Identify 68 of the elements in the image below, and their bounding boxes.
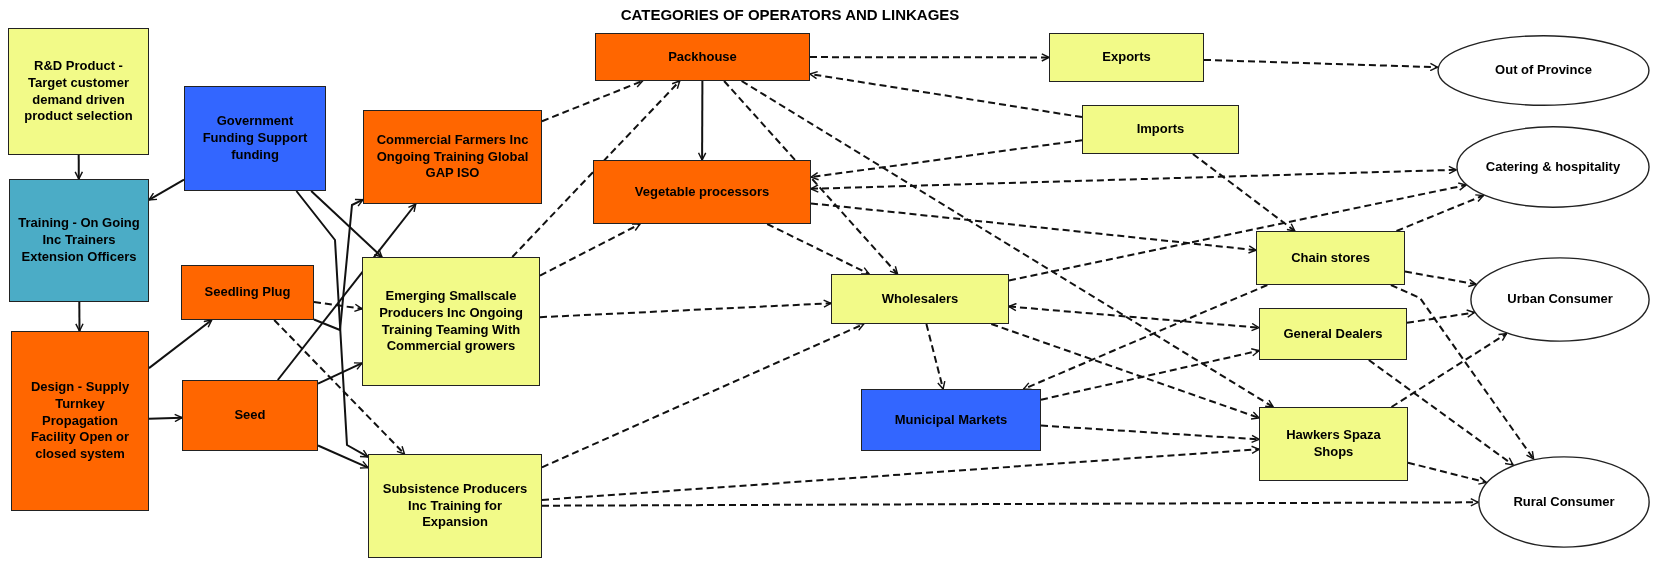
arrow — [1389, 284, 1535, 460]
arrow — [697, 80, 707, 161]
arrow — [541, 79, 644, 123]
arrow — [273, 319, 406, 455]
arrow — [1395, 194, 1485, 232]
process-box: Design - Supply Turnkey Propagation Facility Open or closed system — [11, 331, 149, 511]
arrow — [541, 322, 865, 469]
arrow — [740, 80, 1275, 408]
arrow — [1191, 153, 1296, 232]
arrow — [810, 202, 1257, 254]
arrow — [809, 53, 1050, 62]
arrow — [723, 80, 899, 275]
arrow — [148, 319, 213, 370]
ellipse-node: Catering & hospitality — [1456, 126, 1650, 208]
arrow — [317, 444, 369, 469]
ellipse-node: Urban Consumer — [1470, 257, 1650, 342]
arrow — [1404, 270, 1477, 288]
arrow — [541, 445, 1260, 501]
process-box: Seed — [182, 380, 318, 451]
arrow — [317, 362, 363, 385]
process-box: Seedling Plug — [181, 265, 314, 320]
diagram-title: CATEGORIES OF OPERATORS AND LINKAGES — [619, 6, 961, 23]
process-box: Imports — [1082, 105, 1239, 154]
arrow — [1390, 332, 1508, 408]
arrow — [1022, 284, 1269, 391]
arrow — [148, 413, 183, 423]
arrow — [541, 498, 1479, 507]
ellipse-node: Rural Consumer — [1478, 456, 1650, 548]
arrow — [1008, 302, 1260, 332]
arrow — [1406, 309, 1476, 324]
arrow — [511, 80, 681, 258]
arrow — [539, 299, 832, 319]
arrow — [810, 139, 1083, 181]
arrow — [276, 203, 417, 381]
arrow — [313, 198, 364, 332]
process-box: Vegetable processors — [593, 160, 811, 224]
arrow — [766, 223, 871, 275]
arrow — [990, 323, 1260, 420]
arrow — [310, 190, 383, 258]
arrow — [810, 165, 1458, 193]
process-box: Government Funding Support funding — [184, 86, 326, 191]
arrow — [1367, 359, 1514, 466]
process-box: Subsistence Producers Inc Training for Expansion — [368, 454, 542, 558]
arrow — [1203, 58, 1439, 72]
process-box: Municipal Markets — [861, 389, 1041, 451]
arrow — [74, 154, 84, 180]
process-box: Exports — [1049, 33, 1204, 82]
arrow — [295, 190, 369, 458]
arrow — [539, 223, 641, 277]
arrow — [1040, 424, 1260, 444]
arrow — [809, 70, 1083, 119]
arrow — [1407, 461, 1488, 485]
arrow — [1040, 348, 1260, 401]
process-box: Commercial Farmers Inc Ongoing Training Global GAP ISO — [363, 110, 542, 204]
process-box: Hawkers Spaza Shops — [1259, 407, 1408, 481]
arrow — [925, 323, 946, 390]
process-box: R&D Product - Target customer demand driven product selection — [8, 28, 149, 155]
process-box: Training - On Going Inc Trainers Extension Officers — [9, 179, 149, 302]
process-box: Emerging Smallscale Producers Inc Ongoing Training Teaming With Commercial growers — [362, 257, 540, 386]
arrow — [313, 301, 363, 313]
process-box: General Dealers — [1259, 308, 1407, 360]
process-box: Packhouse — [595, 33, 810, 81]
process-box: Chain stores — [1256, 231, 1405, 285]
process-box: Wholesalers — [831, 274, 1009, 324]
arrow — [75, 301, 84, 332]
arrow — [1008, 182, 1467, 282]
arrow — [148, 178, 185, 201]
ellipse-node: Out of Province — [1437, 35, 1650, 106]
